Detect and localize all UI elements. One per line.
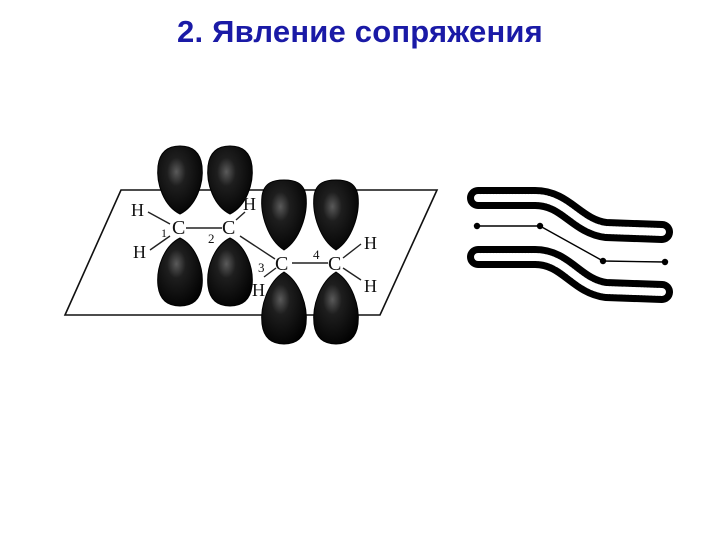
p-orbital-c1-top <box>157 145 203 215</box>
carbon-2-label: C <box>222 217 235 239</box>
skeleton-carbon-dots <box>473 222 669 266</box>
pi-electron-cloud <box>467 187 673 303</box>
sigma-bonds <box>147 211 362 281</box>
hydrogen-4a-label: H <box>364 233 377 253</box>
carbon-4-label: C <box>328 253 341 275</box>
p-orbital-c4-top <box>313 179 359 251</box>
p-orbitals-bottom <box>157 237 359 345</box>
hydrogen-1a-label: H <box>131 200 144 220</box>
p-orbitals-top <box>157 145 359 251</box>
hydrogen-3-label: H <box>252 280 265 300</box>
hydrogen-4b-label: H <box>364 276 377 296</box>
p-orbital-c1-bottom <box>157 237 203 307</box>
hydrogen-2-label: H <box>243 194 256 214</box>
carbon-3-label: C <box>275 253 288 275</box>
hydrogen-1b-label: H <box>133 242 146 262</box>
carbon-number-4: 4 <box>313 247 320 262</box>
slide-title: 2. Явление сопряжения <box>177 14 543 49</box>
p-orbital-c4-bottom <box>313 271 359 345</box>
p-orbital-c2-top <box>207 145 253 215</box>
carbon-1-label: C <box>172 217 185 239</box>
carbon-number-3: 3 <box>258 260 265 275</box>
carbon-number-1: 1 <box>161 226 167 240</box>
p-orbital-c3-bottom <box>261 271 307 345</box>
p-orbital-c2-bottom <box>207 237 253 307</box>
carbon-number-2: 2 <box>208 231 215 246</box>
p-orbital-c3-top <box>261 179 307 251</box>
sigma-skeleton-line <box>476 225 666 263</box>
